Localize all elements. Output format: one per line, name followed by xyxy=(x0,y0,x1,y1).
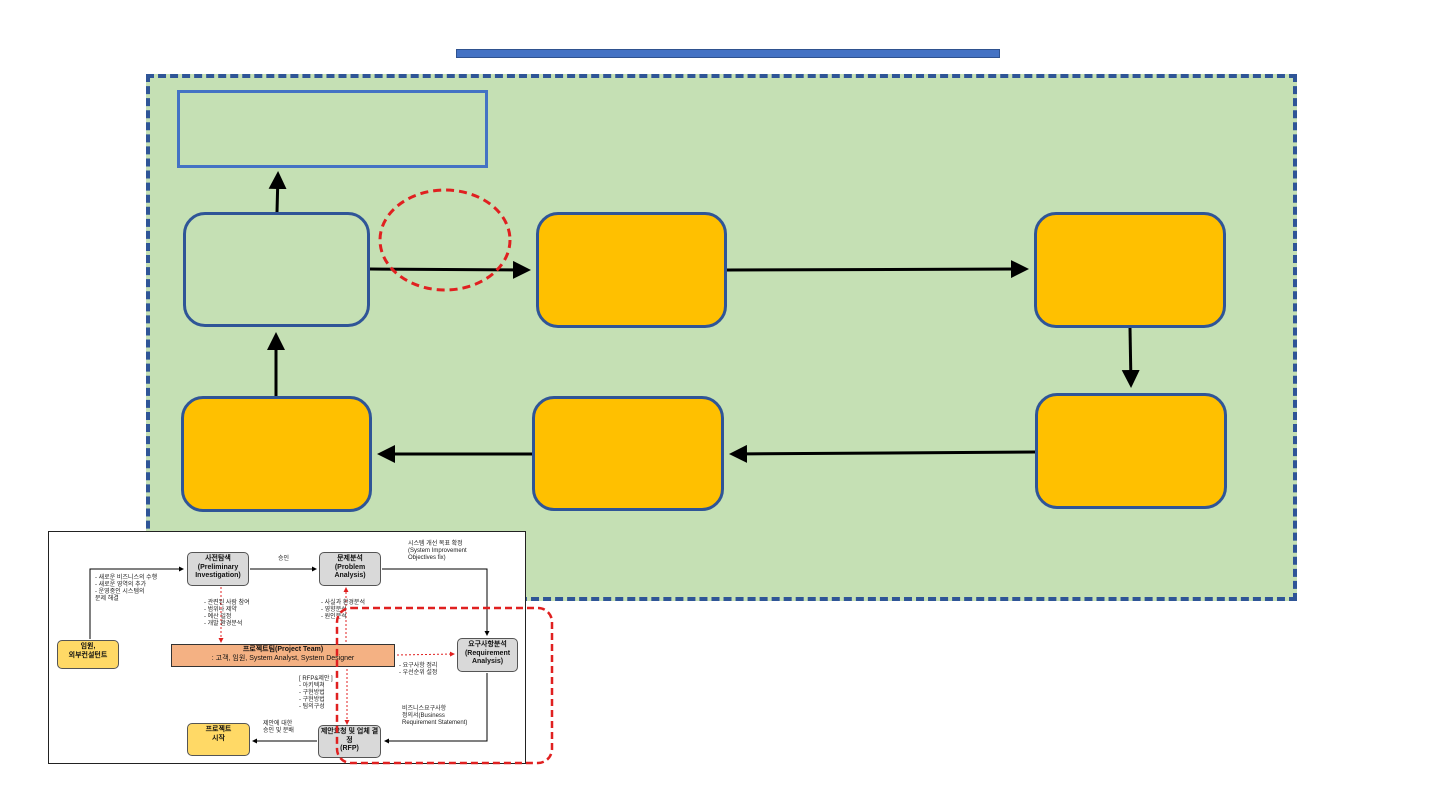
ref-note-objectives: 시스템 개선 목표 확정 (System Improvement Objecti… xyxy=(408,541,467,561)
ref-note-proposal: 제안에 대한 승인 및 분배 xyxy=(263,721,294,734)
ref-node-requirement: 요구사항분석 (Requirement Analysis) xyxy=(457,638,518,672)
ref-note-req-items: - 요구사항 정리 - 우선순위 설정 xyxy=(399,663,438,676)
reference-image: 임원, 외부컨설턴트 사전탐색 (Preliminary Investigati… xyxy=(48,531,526,764)
ref-note-brs: 비즈니스요구사항 정의서(Business Requirement Statem… xyxy=(402,706,468,726)
node-project-start[interactable] xyxy=(181,396,372,512)
ref-node-rfp: 제안요청 및 업체 결정 (RFP) xyxy=(318,725,381,758)
ref-node-start: 프로젝트 시작 xyxy=(187,723,250,756)
node-requirement-analysis[interactable] xyxy=(1034,212,1226,328)
ref-prelim-subtitle: (Preliminary Investigation) xyxy=(195,563,241,580)
ref-team-subtitle: : 고객, 임원, System Analyst, System Designe… xyxy=(211,654,355,662)
ref-start-subtitle: 시작 xyxy=(212,734,225,742)
node-problem-analysis[interactable] xyxy=(536,212,727,328)
ref-rfp-subtitle: (RFP) xyxy=(340,745,359,752)
ref-note-prelim-items: - 관련된 사람 참여 - 범위나 제약 - 예산 일정 - 개발 환경분석 xyxy=(204,600,250,627)
ref-exec-subtitle: 외부컨설턴트 xyxy=(68,651,108,659)
diagram-panel xyxy=(146,74,1297,601)
node-project-team[interactable] xyxy=(532,396,724,511)
ref-exec-title: 임원, xyxy=(80,643,96,650)
empty-text-box[interactable] xyxy=(177,90,488,168)
node-preliminary-investigation[interactable] xyxy=(183,212,370,327)
ref-node-team: 프로젝트팀(Project Team) : 고객, 임원, System Ana… xyxy=(171,644,395,667)
ref-req-subtitle: (Requirement Analysis) xyxy=(464,649,511,666)
ref-prelim-title: 사전탐색 xyxy=(205,555,231,562)
title-bar xyxy=(456,49,1000,58)
ref-node-problem: 문제분석 (Problem Analysis) xyxy=(319,552,381,586)
ref-rfp-title: 제안요청 및 업체 결정 xyxy=(320,728,379,744)
ref-start-title: 프로젝트 xyxy=(205,726,232,733)
ref-node-preliminary: 사전탐색 (Preliminary Investigation) xyxy=(187,552,249,586)
ref-note-problem-items: - 사실과 환경분석 - 영향분석 - 원인분석 xyxy=(321,600,365,620)
node-rfp[interactable] xyxy=(1035,393,1227,509)
ref-problem-title: 문제분석 xyxy=(337,555,363,562)
ref-team-title: 프로젝트팀(Project Team) xyxy=(242,646,324,653)
ref-node-exec: 임원, 외부컨설턴트 xyxy=(57,640,119,669)
ref-note-approval: 승인 xyxy=(278,556,290,562)
ref-req-title: 요구사항분석 xyxy=(468,641,507,648)
ref-problem-subtitle: (Problem Analysis) xyxy=(334,563,366,580)
ref-note-rfp-items: [ RFP&제안 ] - 아키텍쳐 - 구현방법 - 구현방법 - 팀의구성 xyxy=(299,676,333,710)
ref-note-exec-reasons: - 새로운 비즈니스의 수행 - 새로운 영역의 추가 - 운영중인 시스템의 … xyxy=(95,575,158,602)
